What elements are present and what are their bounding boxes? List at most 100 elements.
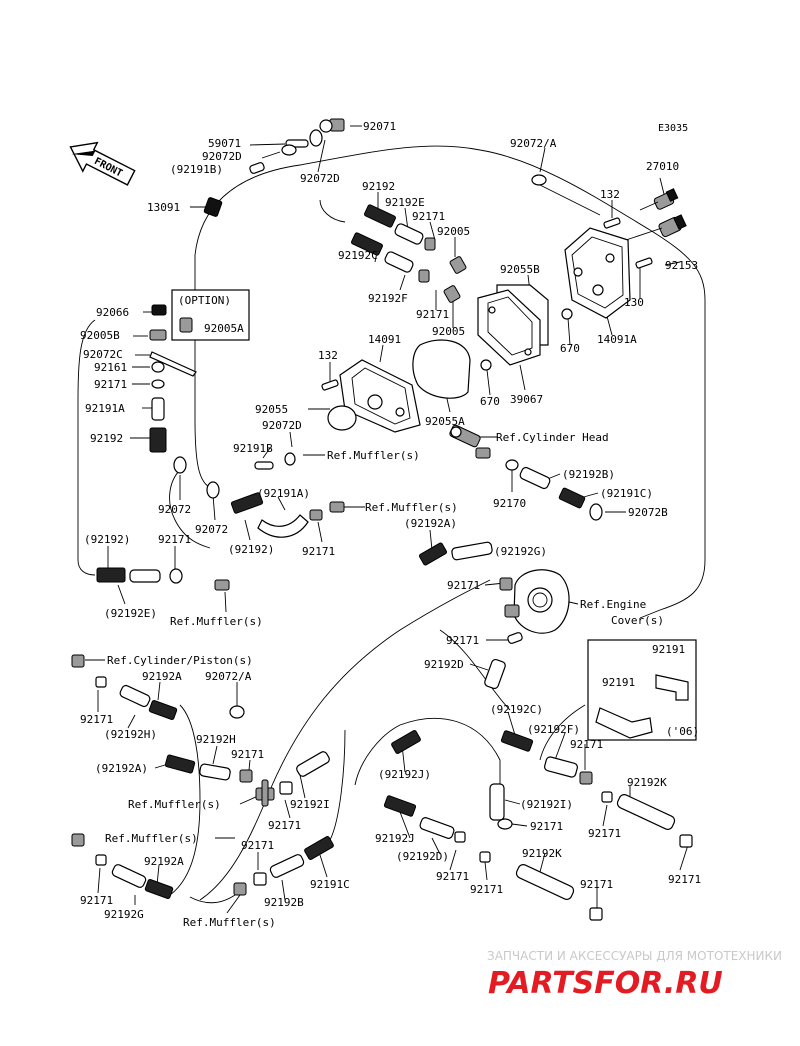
hose-92191a-left: [151, 397, 165, 421]
label-92191a-b: (92191A): [257, 487, 310, 500]
hose-92192e-lower: [129, 569, 161, 583]
hose-92192f-lower: [544, 756, 578, 778]
fitting-92005a: [179, 317, 193, 333]
spring-92191c-right: [558, 487, 586, 509]
label-92071: 92071: [363, 120, 396, 133]
label-92192-c: (92192): [228, 543, 274, 556]
hose-92191a-mid: [257, 514, 309, 538]
clamp-92171-i: [497, 818, 513, 830]
label-92192f-b: (92192F): [527, 723, 580, 736]
label-92072d-c: 92072D: [262, 419, 302, 432]
hose-92192d-lower: [419, 817, 455, 839]
label-92072b: 92072B: [628, 506, 668, 519]
label-92072: 92072: [158, 503, 191, 516]
fitting-92005b: [149, 329, 167, 341]
hose-92192g-mid: [451, 541, 493, 561]
label-92192d-a: 92192D: [424, 658, 464, 671]
label-92191-b: 92191: [602, 676, 635, 689]
clamp-92171-lower: [169, 568, 183, 584]
bracket-92072c: [149, 351, 197, 377]
label-92171-g: 92171: [446, 634, 479, 647]
label-92192-a: 92192: [362, 180, 395, 193]
clamp-92171-top1: [424, 237, 436, 251]
label-92192i-b: (92192I): [520, 798, 573, 811]
clamp-92171-f: [579, 771, 593, 785]
valve-body-right: [477, 284, 549, 366]
label-92171-b: 92171: [416, 308, 449, 321]
inset-year: ('06): [666, 725, 699, 738]
spring-92192a-lower: [148, 699, 178, 721]
label-ref-muffler-d: Ref.Muffler(s): [128, 798, 221, 811]
label-92055b: 92055B: [500, 263, 540, 276]
label-92192j-b: 92192J: [375, 832, 415, 845]
label-92171-n: 92171: [241, 839, 274, 852]
label-92192j-a: (92192J): [378, 768, 431, 781]
switch-27010: [639, 188, 679, 211]
label-ref-cyl-head: Ref.Cylinder Head: [496, 431, 609, 444]
clamp-92170: [505, 459, 519, 471]
fitting-92071: [319, 118, 345, 133]
clamp-92171-d: [507, 632, 523, 644]
spring-92192j-b: [383, 795, 417, 817]
label-59071: 59071: [208, 137, 241, 150]
hose-92192b-bottom: [269, 854, 305, 878]
clamp-92171-left: [151, 379, 165, 389]
label-92171-k: 92171: [268, 819, 301, 832]
label-ref-muffler-a: Ref.Muffler(s): [327, 449, 420, 462]
front-arrow: FRONT: [69, 141, 136, 186]
label-ref-muffler-c: Ref.Muffler(s): [170, 615, 263, 628]
label-92192a-a: (92192A): [404, 517, 457, 530]
label-92072c: 92072C: [83, 348, 123, 361]
label-92192f-a: 92192F: [368, 292, 408, 305]
clamp-92171-top2: [418, 269, 430, 283]
clamp-92072d-right: [309, 129, 323, 147]
label-92171-h: 92171: [80, 713, 113, 726]
clamp-92072-b: [206, 481, 220, 499]
label-14091: 14091: [368, 333, 401, 346]
label-92055: 92055: [255, 403, 288, 416]
hose-92192h-left: [199, 763, 231, 781]
label-27010: 27010: [646, 160, 679, 173]
label-92192k-b: 92192K: [522, 847, 562, 860]
diagram-code: E3035: [658, 123, 688, 134]
bolt-132-top: [603, 217, 621, 229]
label-132-a: 132: [600, 188, 620, 201]
watermark-subtitle: ЗАПЧАСТИ И АКСЕССУАРЫ ДЛЯ МОТОТЕХНИКИ: [487, 949, 782, 963]
label-92171-c: 92171: [94, 378, 127, 391]
hose-92192e-top: [394, 223, 424, 245]
label-92072a-a: 92072/A: [510, 137, 557, 150]
fitting-muffler-bottom2: [233, 882, 247, 896]
label-92192-d: (92192): [84, 533, 130, 546]
clamp-92171-mid: [309, 509, 323, 521]
label-92191-a: 92191: [652, 643, 685, 656]
spring-92192j-a: [391, 730, 421, 754]
hose-routing-lines: [77, 145, 706, 904]
label-92192g-b: 92192G: [104, 908, 144, 921]
spring-92192-mid: [230, 492, 264, 514]
clamp-92171-b2: [253, 872, 267, 886]
label-39067: 39067: [510, 393, 543, 406]
watermark-logo: PARTSFOR.RU: [488, 966, 723, 1001]
label-92192g-a: (92192G): [494, 545, 547, 558]
label-ref-muffler-e: Ref.Muffler(s): [105, 832, 198, 845]
tee-muffler: [255, 779, 275, 807]
label-92171-d: 92171: [302, 545, 335, 558]
label-92171-q: 92171: [580, 878, 613, 891]
clamp-92171-k1: [601, 791, 613, 803]
label-92171-p: 92171: [668, 873, 701, 886]
label-92192-b: 92192: [90, 432, 123, 445]
clamp-92171-k3: [479, 851, 491, 863]
fitting-cyl-piston: [71, 654, 85, 668]
cap-92066: [151, 304, 167, 316]
label-92192b-a: (92192B): [562, 468, 615, 481]
label-92072-b: 92072: [195, 523, 228, 536]
label-130: 130: [624, 296, 644, 309]
spring-92191c-bottom: [304, 836, 334, 860]
label-ref-muffler-f: Ref.Muffler(s): [183, 916, 276, 929]
fitting-muffler-mid: [329, 501, 345, 513]
label-670-b: 670: [480, 395, 500, 408]
clamp-92072-a: [173, 456, 187, 474]
label-92171-i: 92171: [570, 738, 603, 751]
